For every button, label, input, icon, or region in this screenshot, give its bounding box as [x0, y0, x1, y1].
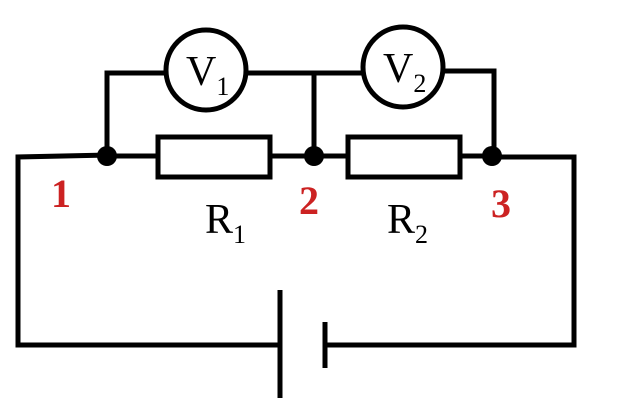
voltmeter-v2-letter: V: [383, 46, 413, 92]
voltmeter-v1: [163, 27, 249, 113]
resistor-r1: [155, 134, 273, 180]
junction-node-2: [304, 146, 324, 166]
resistor-r2-letter: R: [387, 197, 415, 243]
node-label-2: 2: [299, 178, 319, 223]
wire-v2-right: [441, 68, 497, 159]
wire-right-loop: [322, 154, 577, 348]
junction-node-1: [97, 146, 117, 166]
resistor-r2: [345, 134, 463, 180]
voltmeter-v1-letter: V: [186, 49, 216, 95]
wire-v1-left: [104, 70, 169, 159]
wire-left-loop: [15, 152, 283, 348]
resistor-r2-subscript: 2: [415, 220, 428, 249]
voltmeter-v2-subscript: 2: [413, 69, 426, 98]
voltmeter-v2: [360, 24, 446, 110]
resistor-r1-label: R1: [205, 197, 246, 249]
voltmeter-v1-label: V1: [186, 49, 229, 101]
voltmeter-v2-label: V2: [383, 46, 426, 98]
battery-icon: [277, 290, 328, 398]
junction-node-3: [482, 146, 502, 166]
resistor-r1-subscript: 1: [233, 220, 246, 249]
voltmeter-branch-wires: [104, 68, 497, 159]
resistor-r2-label: R2: [387, 197, 428, 249]
voltmeter-v1-subscript: 1: [216, 72, 229, 101]
resistor-r1-letter: R: [205, 197, 233, 243]
node-label-1: 1: [51, 171, 71, 216]
node-label-3: 3: [491, 181, 511, 226]
